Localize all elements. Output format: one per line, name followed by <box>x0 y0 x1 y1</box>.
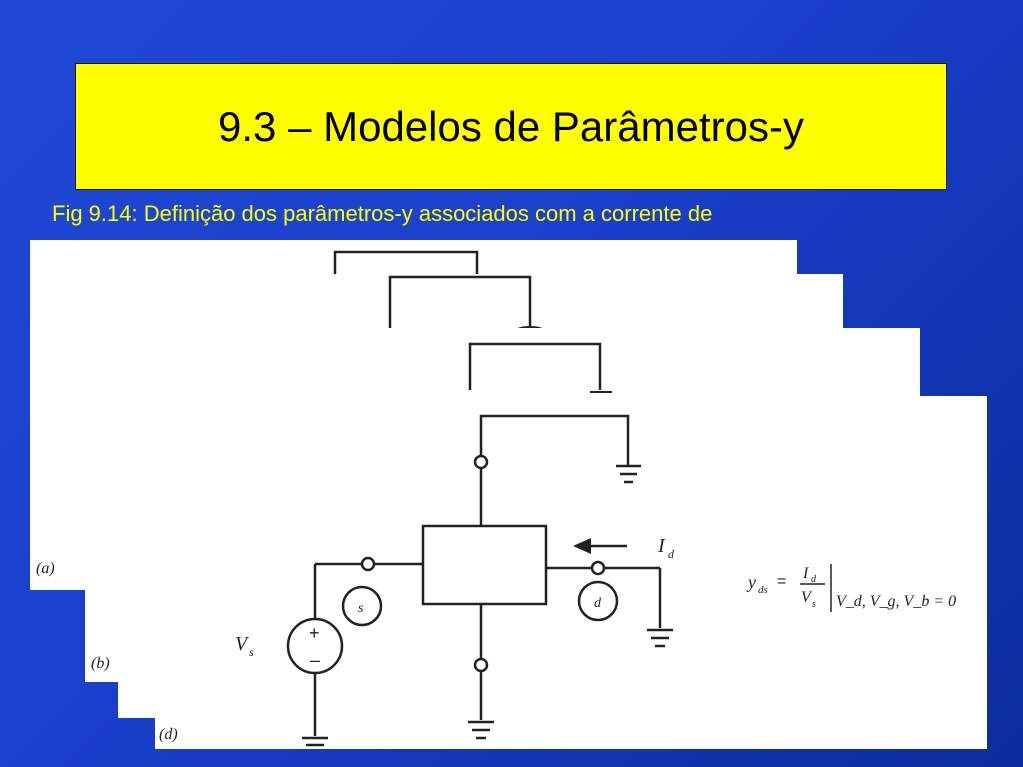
drain-node-label: d <box>594 596 602 611</box>
equation-denominator: V <box>801 589 813 606</box>
current-label: I <box>657 535 666 557</box>
equation-condition: V_d, V_g, V_b = 0 <box>836 593 956 610</box>
slide-title-box: 9.3 – Modelos de Parâmetros-y <box>75 63 947 190</box>
voltage-subscript: s <box>249 645 254 659</box>
current-subscript: d <box>668 547 675 561</box>
equation-numerator-sub: d <box>811 574 817 585</box>
equation-lhs: y <box>746 572 756 592</box>
equation-equals: = <box>777 573 786 590</box>
ydsequation: y ds = I d V s V_d, V_g, V_b = 0 <box>746 564 956 612</box>
panel-b-label: (b) <box>91 655 110 672</box>
voltage-label: V <box>235 633 250 655</box>
minus-sign: – <box>310 650 320 670</box>
panel-a-label: (a) <box>36 560 55 577</box>
figure-panel-d: s d + – V s I d y ds = I d V s V_d, V_g,… <box>155 396 987 749</box>
panel-c-circuit <box>468 342 612 393</box>
source-node-label: s <box>358 601 364 616</box>
panel-d-label: (d) <box>159 726 178 743</box>
panel-a-circuit: (a) <box>36 250 479 577</box>
panel-d-circuit: s d + – V s I d y ds = I d V s V_d, V_g,… <box>159 414 956 747</box>
equation-lhs-sub: ds <box>758 584 768 596</box>
plus-sign: + <box>309 623 320 643</box>
equation-denominator-sub: s <box>812 599 816 610</box>
slide-title: 9.3 – Modelos de Parâmetros-y <box>218 102 804 150</box>
equation-numerator: I <box>802 565 809 582</box>
figure-caption: Fig 9.14: Definição dos parâmetros-y ass… <box>52 201 713 226</box>
